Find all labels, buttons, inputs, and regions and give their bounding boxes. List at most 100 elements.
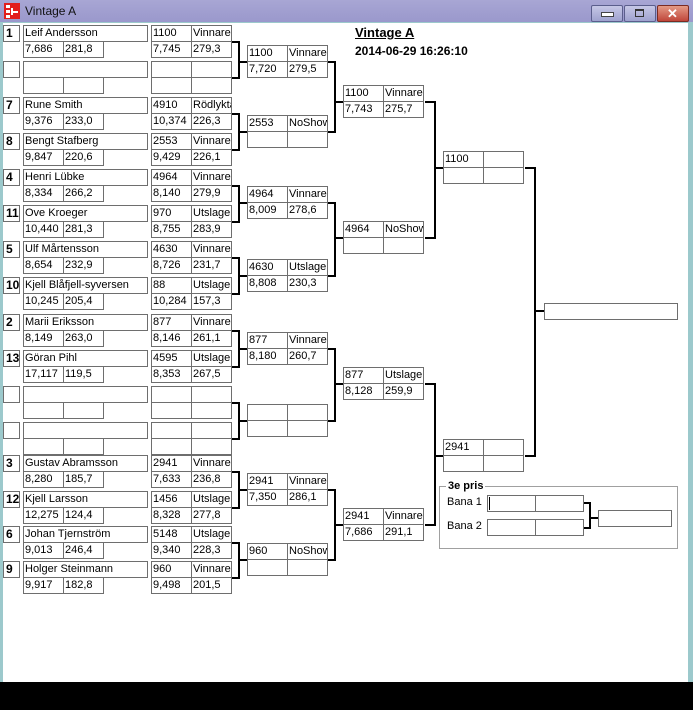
racer-time-field[interactable] — [23, 402, 64, 419]
r1-result-number[interactable]: 4910 — [151, 97, 192, 114]
r1-result-speed[interactable]: 283,9 — [191, 221, 232, 238]
r1-result-status[interactable] — [191, 386, 232, 403]
r2-result-number[interactable] — [247, 404, 288, 421]
r1-result-status[interactable] — [191, 422, 232, 439]
racer-time-field[interactable]: 12,275 — [23, 507, 64, 524]
r1-result-status[interactable]: Vinnare — [191, 241, 232, 258]
r1-result-status[interactable]: Vinnare — [191, 314, 232, 331]
r1-result-status[interactable]: Vinnare — [191, 25, 232, 42]
r2-result-number[interactable]: 2553 — [247, 115, 288, 132]
seed-number[interactable]: 7 — [3, 97, 20, 114]
r1-result-number[interactable]: 1456 — [151, 491, 192, 508]
seed-number[interactable]: 13 — [3, 350, 20, 367]
r2-result-number[interactable]: 4630 — [247, 259, 288, 276]
r3-result-number[interactable]: 877 — [343, 367, 384, 384]
bracket-app-icon[interactable] — [4, 3, 20, 19]
r1-result-time[interactable]: 8,146 — [151, 330, 192, 347]
racer-time-field[interactable] — [23, 77, 64, 94]
seed-number[interactable]: 5 — [3, 241, 20, 258]
r1-result-time[interactable]: 8,755 — [151, 221, 192, 238]
racer-time-field[interactable]: 7,686 — [23, 41, 64, 58]
r2-result-speed[interactable]: 279,5 — [287, 61, 328, 78]
r2-result-status[interactable]: Vinnare — [287, 45, 328, 62]
racer-time-field[interactable]: 10,440 — [23, 221, 64, 238]
r1-result-speed[interactable] — [191, 77, 232, 94]
r2-result-status[interactable]: Utslagen — [287, 259, 328, 276]
r1-result-time[interactable] — [151, 77, 192, 94]
seed-number[interactable]: 6 — [3, 526, 20, 543]
racer-time-field[interactable]: 8,149 — [23, 330, 64, 347]
r2-result-status[interactable] — [287, 404, 328, 421]
r3-result-speed[interactable]: 291,1 — [383, 524, 424, 541]
racer-time-field[interactable]: 10,245 — [23, 293, 64, 310]
seed-number[interactable] — [3, 422, 20, 439]
racer-name-field[interactable]: Bengt Stafberg — [23, 133, 148, 150]
seed-number[interactable] — [3, 61, 20, 78]
r3-result-speed[interactable] — [383, 237, 424, 254]
seed-number[interactable]: 11 — [3, 205, 20, 222]
racer-name-field[interactable] — [23, 386, 148, 403]
r2-result-number[interactable]: 4964 — [247, 186, 288, 203]
r1-result-number[interactable]: 1100 — [151, 25, 192, 42]
r1-result-speed[interactable] — [191, 438, 232, 455]
semifinal-result-time[interactable] — [443, 455, 484, 472]
racer-name-field[interactable]: Kjell Larsson — [23, 491, 148, 508]
r1-result-status[interactable]: Rödlykta — [191, 97, 232, 114]
r1-result-number[interactable] — [151, 422, 192, 439]
racer-speed-field[interactable]: 220,6 — [63, 149, 104, 166]
r1-result-number[interactable]: 4630 — [151, 241, 192, 258]
racer-name-field[interactable]: Kjell Blåfjell-syversen — [23, 277, 148, 294]
r3-result-number[interactable]: 2941 — [343, 508, 384, 525]
r1-result-speed[interactable]: 267,5 — [191, 366, 232, 383]
racer-name-field[interactable] — [23, 61, 148, 78]
racer-name-field[interactable]: Leif Andersson — [23, 25, 148, 42]
r1-result-speed[interactable]: 277,8 — [191, 507, 232, 524]
r1-result-time[interactable]: 7,633 — [151, 471, 192, 488]
r3-result-time[interactable]: 7,743 — [343, 101, 384, 118]
seed-number[interactable] — [3, 386, 20, 403]
racer-time-field[interactable]: 8,654 — [23, 257, 64, 274]
racer-speed-field[interactable]: 182,8 — [63, 577, 104, 594]
r1-result-speed[interactable]: 201,5 — [191, 577, 232, 594]
r1-result-time[interactable]: 8,140 — [151, 185, 192, 202]
seed-number[interactable]: 2 — [3, 314, 20, 331]
r1-result-speed[interactable]: 157,3 — [191, 293, 232, 310]
lane2-status-field[interactable] — [535, 519, 584, 536]
r1-result-time[interactable] — [151, 438, 192, 455]
lane1-number-field[interactable] — [487, 495, 536, 512]
r2-result-status[interactable]: Vinnare — [287, 186, 328, 203]
r2-result-time[interactable] — [247, 559, 288, 576]
racer-speed-field[interactable]: 205,4 — [63, 293, 104, 310]
r1-result-number[interactable]: 2553 — [151, 133, 192, 150]
seed-number[interactable]: 9 — [3, 561, 20, 578]
seed-number[interactable]: 8 — [3, 133, 20, 150]
r1-result-time[interactable]: 9,498 — [151, 577, 192, 594]
r1-result-time[interactable]: 8,726 — [151, 257, 192, 274]
racer-time-field[interactable]: 9,013 — [23, 542, 64, 559]
racer-speed-field[interactable]: 233,0 — [63, 113, 104, 130]
r2-result-status[interactable]: NoShow — [287, 543, 328, 560]
r2-result-number[interactable]: 1100 — [247, 45, 288, 62]
r1-result-number[interactable]: 88 — [151, 277, 192, 294]
r3-result-status[interactable]: Utslagen — [383, 367, 424, 384]
r1-result-number[interactable] — [151, 61, 192, 78]
racer-time-field[interactable] — [23, 438, 64, 455]
semifinal-result-speed[interactable] — [483, 167, 524, 184]
seed-number[interactable]: 4 — [3, 169, 20, 186]
racer-name-field[interactable]: Marii Eriksson — [23, 314, 148, 331]
racer-speed-field[interactable] — [63, 438, 104, 455]
r1-result-status[interactable]: Utslagen — [191, 491, 232, 508]
r2-result-speed[interactable]: 286,1 — [287, 489, 328, 506]
r1-result-status[interactable]: Utslagen — [191, 350, 232, 367]
r3-result-time[interactable]: 8,128 — [343, 383, 384, 400]
r2-result-time[interactable] — [247, 420, 288, 437]
semifinal-result-time[interactable] — [443, 167, 484, 184]
r1-result-status[interactable] — [191, 61, 232, 78]
r3-result-status[interactable]: NoShow — [383, 221, 424, 238]
racer-name-field[interactable]: Ulf Mårtensson — [23, 241, 148, 258]
r1-result-number[interactable] — [151, 386, 192, 403]
r2-result-status[interactable]: Vinnare — [287, 473, 328, 490]
r1-result-time[interactable]: 9,429 — [151, 149, 192, 166]
r2-result-speed[interactable] — [287, 559, 328, 576]
r1-result-time[interactable]: 9,340 — [151, 542, 192, 559]
